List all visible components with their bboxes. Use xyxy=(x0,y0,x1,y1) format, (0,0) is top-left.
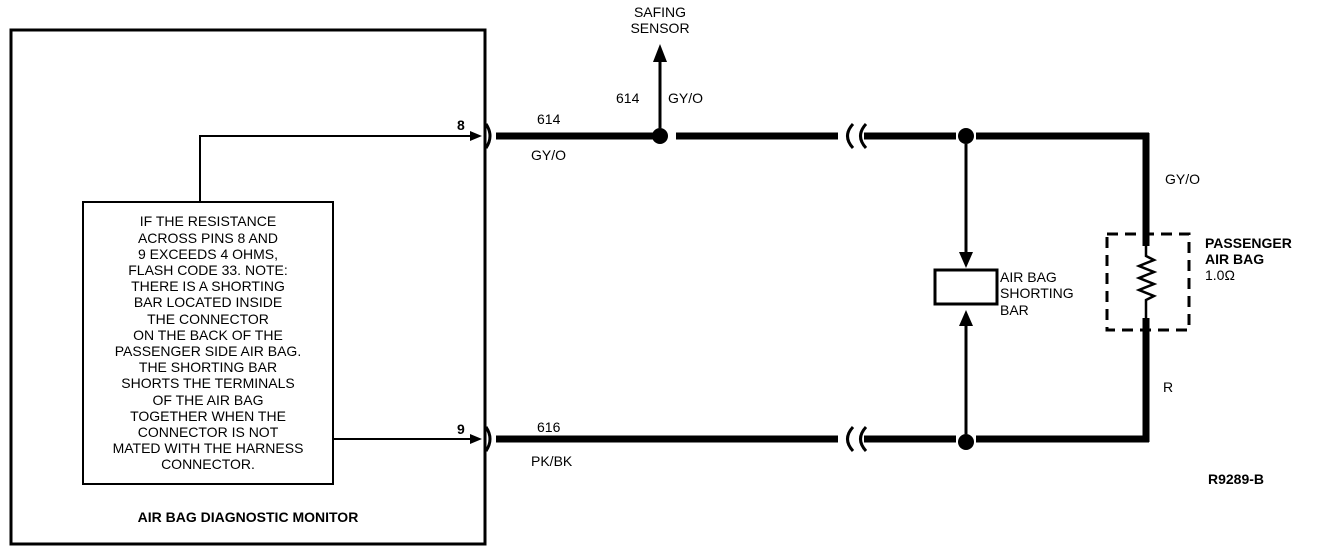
pin8-connector xyxy=(484,123,492,149)
passenger-airbag-resistance: 1.0Ω xyxy=(1205,267,1235,283)
upper-circuit-number: 614 xyxy=(537,111,561,127)
safing-splice-dot xyxy=(652,128,668,144)
passenger-airbag-label-2: AIR BAG xyxy=(1205,251,1264,267)
lower-shorting-arrow xyxy=(959,310,973,326)
passenger-airbag-box xyxy=(1105,232,1191,332)
upper-shorting-splice-dot xyxy=(958,128,974,144)
pin8-arrow xyxy=(470,131,482,141)
safing-circuit-number: 614 xyxy=(616,90,640,106)
pin8-number: 8 xyxy=(457,117,465,133)
diagnostic-note-box: IF THE RESISTANCE ACROSS PINS 8 AND 9 EX… xyxy=(82,201,334,485)
safing-sensor-label-1: SAFING xyxy=(634,4,686,20)
safing-sensor-arrow xyxy=(653,44,667,62)
safing-sensor-label-2: SENSOR xyxy=(630,20,689,36)
lower-inline-connector-right xyxy=(859,425,868,453)
shorting-bar-label-2: SHORTING xyxy=(1000,285,1074,301)
upper-wire-color: GY/O xyxy=(531,147,566,163)
pin9-connector xyxy=(484,426,492,452)
right-upper-wire-color: GY/O xyxy=(1165,171,1200,187)
passenger-airbag-label-1: PASSENGER xyxy=(1205,235,1292,251)
upper-inline-connector-right xyxy=(859,122,868,150)
pin9-number: 9 xyxy=(457,421,465,437)
upper-shorting-arrow xyxy=(959,252,973,268)
shorting-bar-label-1: AIR BAG xyxy=(1000,269,1057,285)
airbag-resistor xyxy=(1135,246,1158,318)
lower-circuit-number: 616 xyxy=(537,419,561,435)
shorting-bar-box xyxy=(933,268,999,306)
lower-inline-connector-left xyxy=(846,425,855,453)
pin8-lead xyxy=(199,135,476,201)
monitor-title: AIR BAG DIAGNOSTIC MONITOR xyxy=(138,509,359,525)
lower-wire-color: PK/BK xyxy=(531,453,573,469)
diagnostic-note-text: IF THE RESISTANCE ACROSS PINS 8 AND 9 EX… xyxy=(112,213,304,473)
safing-wire-color: GY/O xyxy=(668,90,703,106)
pin9-arrow xyxy=(470,434,482,444)
shorting-bar-label-3: BAR xyxy=(1000,302,1029,318)
diagnostic-monitor-box xyxy=(9,28,487,546)
right-lower-wire-color: R xyxy=(1163,379,1173,395)
lower-shorting-splice-dot xyxy=(958,434,974,450)
figure-id: R9289-B xyxy=(1208,471,1264,487)
upper-inline-connector-left xyxy=(846,122,855,150)
